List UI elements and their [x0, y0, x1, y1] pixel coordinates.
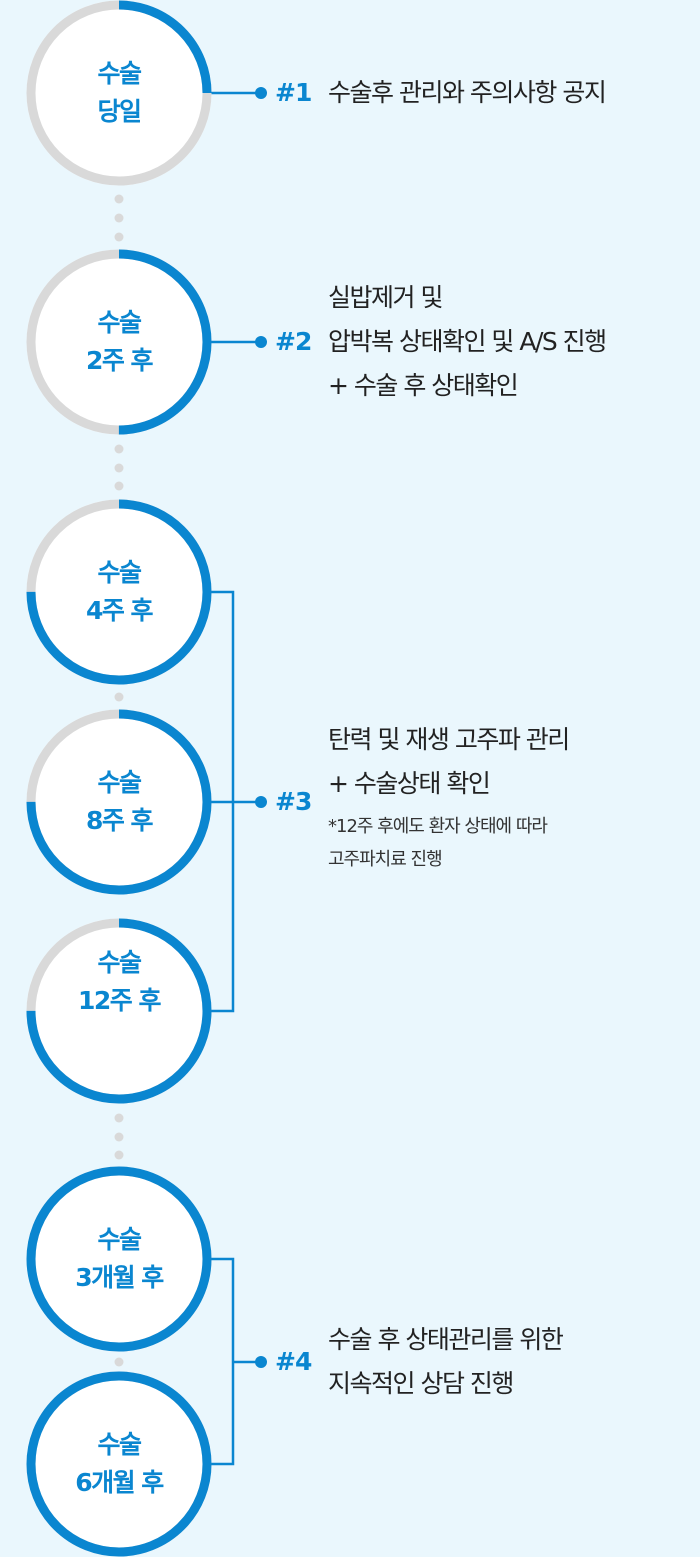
step-description-2: 실밥제거 및 압박복 상태확인 및 A/S 진행 + 수술 후 상태확인 [328, 276, 607, 408]
stage-label-3-months: 수술 3개월 후 [27, 1221, 211, 1297]
connector-dot [114, 1132, 124, 1142]
stage-label-line1: 수술 [97, 948, 142, 977]
stage-circle-2-weeks [26, 249, 212, 435]
step-description-1: 수술후 관리와 주의사항 공지 [328, 71, 607, 115]
step-connector-dot-1 [255, 87, 267, 99]
stage-label-line1: 수술 [97, 59, 142, 88]
stage-label-line1: 수술 [97, 768, 142, 797]
step-bracket-4 [211, 1257, 235, 1466]
connector-dot [114, 1150, 124, 1160]
stage-progress-arc [26, 1166, 212, 1352]
step-note-line: *12주 후에도 환자 상태에 따라 [328, 816, 548, 837]
stage-circle-fill [26, 0, 212, 186]
stage-circle-fill [26, 499, 212, 685]
stage-label-8-weeks: 수술 8주 후 [27, 764, 211, 840]
stage-label-line1: 수술 [97, 558, 142, 587]
connector-dot [114, 463, 124, 473]
stage-label-line2: 3개월 후 [75, 1263, 164, 1292]
step-description-line: 수술후 관리와 주의사항 공지 [328, 78, 607, 107]
step-description-4: 수술 후 상태관리를 위한 지속적인 상담 진행 [328, 1318, 564, 1406]
stage-label-4-weeks: 수술 4주 후 [27, 554, 211, 630]
step-description-line: 탄력 및 재생 고주파 관리 [328, 725, 570, 754]
step-note: *12주 후에도 환자 상태에 따라 고주파치료 진행 [328, 810, 569, 876]
circles-layer [26, 0, 212, 1557]
connector-dot [114, 481, 124, 491]
stage-label-line2: 8주 후 [85, 806, 154, 835]
step-description-line: 실밥제거 및 [328, 283, 443, 312]
connector-dot [114, 444, 124, 454]
stage-circle-fill [26, 249, 212, 435]
stage-circle-fill [26, 918, 212, 1104]
stage-circle-6-months [26, 1371, 212, 1557]
connector-dot [114, 692, 124, 702]
connector-dot [114, 232, 124, 242]
step-connector-dot-3 [255, 796, 267, 808]
stage-label-line1: 수술 [97, 1225, 142, 1254]
step-description-line: 지속적인 상담 진행 [328, 1369, 514, 1398]
stage-label-12-weeks: 수술 12주 후 [27, 944, 211, 1020]
stage-label-line1: 수술 [97, 308, 142, 337]
step-number-3: #3 [275, 787, 312, 816]
stage-label-line1: 수술 [97, 1430, 142, 1459]
connector-dot [114, 194, 124, 204]
step-description-line: 수술 후 상태관리를 위한 [328, 1325, 564, 1354]
step-connector-dot-4 [255, 1356, 267, 1368]
stage-circle-4-weeks [26, 499, 212, 685]
stage-label-line2: 2주 후 [85, 346, 154, 375]
stage-label-line2: 6개월 후 [75, 1468, 164, 1497]
step-note-line: 고주파치료 진행 [328, 849, 443, 870]
stage-circle-day-of [26, 0, 212, 186]
connector-dot [114, 1357, 124, 1367]
stage-circle-fill [26, 709, 212, 895]
stage-circle-8-weeks [26, 709, 212, 895]
step-number-1: #1 [275, 78, 312, 107]
stage-progress-arc [26, 1371, 212, 1557]
stage-label-line2: 당일 [97, 97, 142, 126]
stage-label-line2: 12주 후 [78, 986, 162, 1015]
stage-label-2-weeks: 수술 2주 후 [27, 304, 211, 380]
stage-circle-12-weeks [26, 918, 212, 1104]
stage-label-line2: 4주 후 [85, 596, 154, 625]
stage-progress-arc [26, 249, 212, 435]
step-number-2: #2 [275, 327, 312, 356]
step-description-line: + 수술 후 상태확인 [328, 371, 519, 400]
stage-progress-arc [26, 0, 212, 186]
stage-progress-arc [26, 918, 212, 1104]
stage-circle-fill [26, 1371, 212, 1557]
step-description-3: 탄력 및 재생 고주파 관리 + 수술상태 확인 *12주 후에도 환자 상태에… [328, 718, 570, 876]
step-description-line: 압박복 상태확인 및 A/S 진행 [328, 327, 607, 356]
stage-label-day-of: 수술 당일 [27, 55, 211, 131]
step-number-4: #4 [275, 1347, 312, 1376]
step-connector-dot-2 [255, 336, 267, 348]
stage-progress-arc [26, 499, 212, 685]
stage-circle-fill [26, 1166, 212, 1352]
stage-circle-3-months [26, 1166, 212, 1352]
connector-dot [114, 1113, 124, 1123]
step-description-line: + 수술상태 확인 [328, 769, 491, 798]
stage-progress-arc [26, 709, 212, 895]
stage-label-6-months: 수술 6개월 후 [27, 1426, 211, 1502]
connector-dot [114, 213, 124, 223]
